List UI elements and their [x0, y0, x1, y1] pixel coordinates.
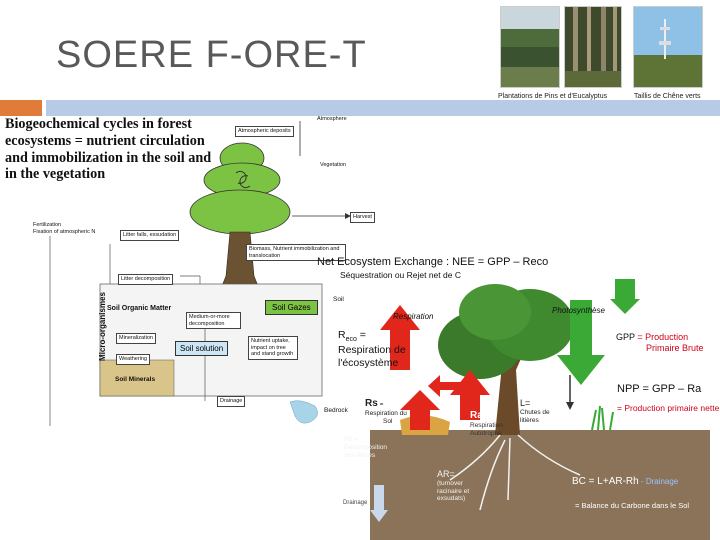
l-label: L=: [520, 398, 531, 408]
l-definition: L= Chutes de litières: [520, 398, 550, 424]
bedrock-label: Bedrock: [324, 407, 348, 414]
litter-falls-box: Litter falls, exsudation: [120, 230, 180, 241]
bc-definition: BC = L+AR-Rh - Drainage: [572, 476, 678, 487]
photo-pine-plantation: [500, 6, 560, 88]
photo-caption-right: Taillis de Chêne verts: [634, 93, 701, 100]
atmospheric-deposits-box: Atmospheric deposits: [235, 126, 294, 137]
soil-organic-matter-label: Soil Organic Matter: [107, 305, 172, 312]
weathering-box: Weathering: [116, 354, 151, 365]
accent-bar: [0, 100, 42, 116]
gpp-equation: = Production: [634, 332, 689, 342]
ar-definition: AR= (turnover racinaire et exsudats): [437, 469, 469, 503]
ra-line2: Respiration: [470, 422, 503, 429]
ar-line4: exsudats): [437, 495, 466, 503]
micro-organisms-label: Micro-organismes: [97, 292, 107, 361]
soil-solution-box: Soil solution: [175, 341, 229, 356]
rs-definition: Rs = Respiration du Sol: [365, 398, 407, 426]
npp-subtitle: = Production primaire nette: [617, 403, 720, 413]
reco-prefix: R: [338, 329, 346, 341]
rs-line2: Respiration du: [365, 410, 407, 417]
reco-line3: l'écosystème: [338, 357, 399, 370]
rs-line3: Sol: [383, 417, 393, 425]
soil-label: Soil: [333, 296, 344, 303]
reco-line2: Respiration de: [338, 344, 406, 357]
gpp-line2: Primaire Brute: [646, 342, 704, 353]
rs-label: Rs: [365, 398, 378, 409]
l-line3: litières: [520, 416, 539, 424]
ar-line2: (turnover: [437, 479, 464, 487]
sequestration-line: Séquestration ou Rejet net de C: [340, 270, 461, 280]
photo-oak-coppice: [633, 6, 703, 88]
soil-gazes-box: Soil Gazes: [265, 300, 318, 315]
rs-equals: =: [377, 401, 384, 408]
fixation-label: Fixation of atmospheric N: [33, 229, 96, 235]
gpp-definition: GPP = Production Primaire Brute: [616, 332, 704, 354]
bc-drainage: - Drainage: [638, 477, 679, 486]
ra-label: Ra: [470, 410, 483, 421]
ra-definition: Ra = Respiration Autotrophe: [470, 410, 503, 438]
gpp-label: GPP: [616, 332, 635, 342]
photo-caption-left: Plantations de Pins et d'Eucalyptus: [498, 93, 608, 100]
litter-decomposition-box: Litter decomposition: [118, 274, 174, 285]
atmosphere-label: Atmosphere: [317, 116, 347, 122]
harvest-box: Harvest: [350, 212, 375, 223]
medium-decomposition-box: Medium-or-more decomposition: [186, 312, 241, 330]
reco-subscript: eco: [345, 336, 357, 344]
l-line2: Chutes de: [520, 408, 550, 416]
soil-minerals-label: Soil Minerals: [115, 376, 156, 383]
drainage-box: Drainage: [217, 396, 246, 407]
right-drainage-label: Drainage: [343, 500, 368, 506]
photosynthese-label: Photosynthèse: [552, 306, 605, 315]
left-diagram-graphics: [49, 121, 351, 426]
respiration-label: Respiration: [393, 312, 434, 321]
npp-equation: NPP = GPP – Ra: [617, 383, 702, 395]
rh-line1: Rh =: [344, 436, 358, 443]
ar-line3: racinaire et: [437, 487, 470, 495]
mineralization-box: Mineralization: [116, 333, 156, 344]
reco-definition: Reco = Respiration de l'écosystème: [338, 329, 406, 370]
slide-title: SOERE F-ORE-T: [56, 34, 367, 76]
nutrient-uptake-box: Nutrient uptake, impact on tree and stan…: [248, 336, 298, 360]
biomass-box: Biomass, Nutrient immobilization and tra…: [246, 244, 346, 262]
ra-line3: Autotrophe: [470, 429, 502, 437]
ra-equals: =: [482, 413, 489, 420]
header-band: [46, 100, 720, 116]
photo-eucalyptus: [564, 6, 622, 88]
nee-equation: Net Ecosystem Exchange : NEE = GPP – Rec…: [317, 256, 549, 268]
rh-line2: Décomposition: [344, 443, 387, 451]
bc-subtitle: = Balance du Carbone dans le Sol: [575, 501, 690, 510]
bc-equation: BC = L+AR-Rh: [572, 476, 639, 487]
fertilization-label: Fertilization: [33, 222, 62, 228]
left-diagram-heading: Biogeochemical cycles in forest ecosyste…: [5, 116, 212, 183]
reco-equals: =: [356, 329, 366, 341]
ar-line1: AR=: [437, 469, 455, 479]
vegetation-label: Vegetation: [320, 162, 346, 168]
rh-line3: des litières: [344, 451, 376, 459]
carbon-cycle-graphics: [370, 279, 710, 540]
rh-definition: Rh = Décomposition des litières: [344, 436, 387, 459]
